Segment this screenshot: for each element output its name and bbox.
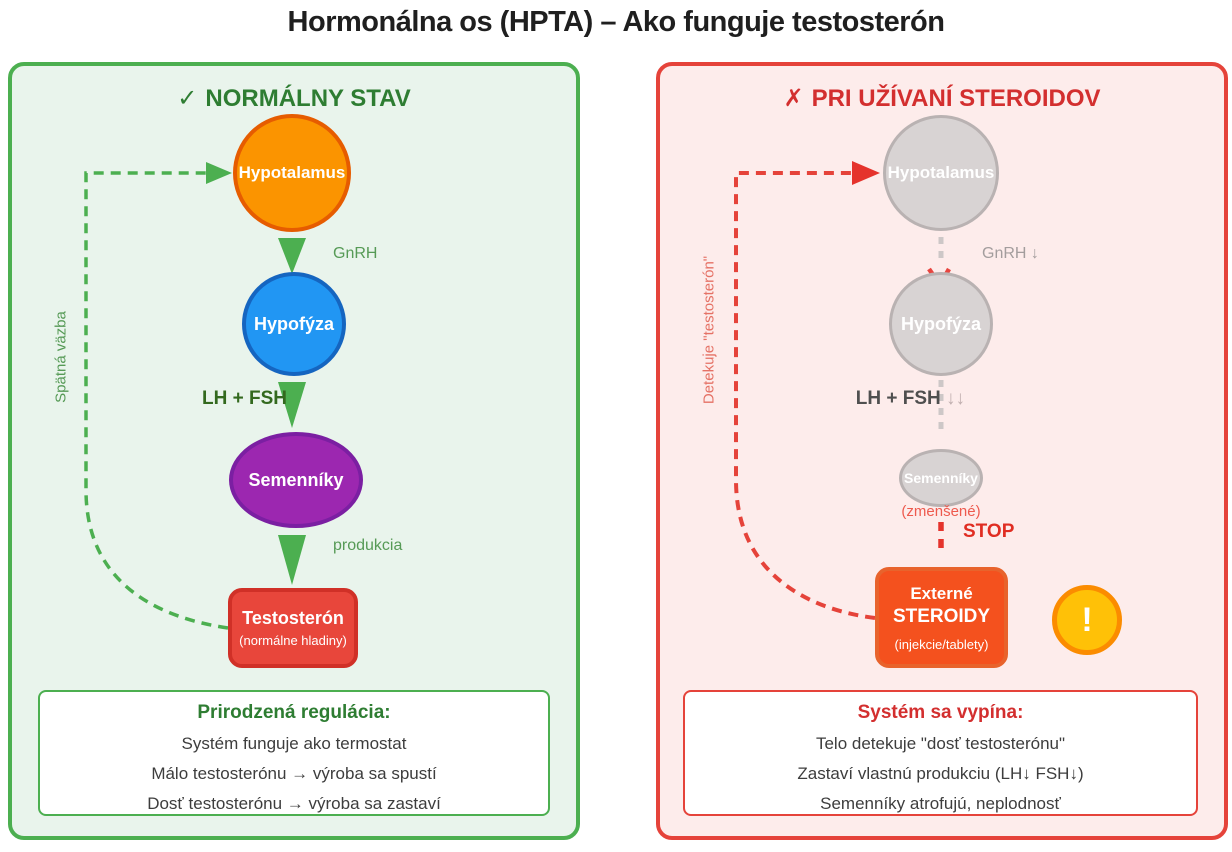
panel-steroid-use: ✗ PRI UŽÍVANÍ STEROIDOV Hypotalamus GnRH …: [656, 62, 1228, 840]
normal-panel-title: NORMÁLNY STAV: [205, 85, 411, 112]
steroid-panel-title: PRI UŽÍVANÍ STEROIDOV: [811, 85, 1101, 112]
warning-icon: !: [1052, 585, 1122, 655]
stop-label: STOP: [963, 521, 1015, 542]
node-testosterone: Testosterón (normálne hladiny): [228, 588, 358, 668]
info-line: Telo detekuje "dosť testosterónu": [815, 734, 1066, 753]
feedback-arrowhead: [206, 162, 232, 184]
arrow-pituitary-to-testes: [278, 382, 306, 428]
node-external-steroids: Externé STEROIDY (injekcie/tablety): [875, 567, 1008, 668]
node-pituitary-disabled-label: Hypofýza: [900, 313, 981, 334]
feedback-loop-path: [84, 171, 229, 630]
detection-loop-path: [734, 171, 876, 620]
steroids-label-line2: STEROIDY: [892, 605, 991, 627]
page-title: Hormonálna os (HPTA) – Ako funguje testo…: [287, 6, 945, 38]
info-box-title: Systém sa vypína:: [857, 702, 1024, 723]
info-line: Zastaví vlastnú produkciu (LH↓ FSH↓): [797, 764, 1084, 783]
info-line: Semenníky atrofujú, neplodnosť: [820, 794, 1061, 813]
node-hypothalamus-disabled: Hypotalamus: [883, 115, 999, 231]
detection-arrowhead: [852, 161, 880, 185]
info-box-title: Prirodzená regulácia:: [197, 702, 391, 723]
gnrh-suppressed-label: GnRH ↓: [982, 245, 1039, 262]
node-pituitary-label: Hypofýza: [253, 313, 334, 334]
x-icon: ✗: [783, 85, 804, 112]
steroid-panel-header: ✗ PRI UŽÍVANÍ STEROIDOV: [660, 84, 1224, 113]
node-testosterone-label: Testosterón: [242, 608, 344, 628]
shrunken-label: (zmenšené): [901, 503, 981, 520]
arrow-hypothalamus-to-pituitary: [278, 238, 306, 274]
node-testes-label: Semenníky: [248, 469, 344, 490]
node-hypothalamus: Hypotalamus: [233, 114, 351, 232]
steroids-label-line1: Externé: [910, 583, 973, 603]
gnrh-label: GnRH: [333, 245, 378, 262]
system-shutdown-box: Systém sa vypína: Telo detekuje "dosť te…: [683, 690, 1198, 816]
normal-panel-header: ✓ NORMÁLNY STAV: [12, 84, 576, 113]
info-line: Dosť testosterónu → výroba sa zastaví: [147, 794, 441, 813]
normal-flow-connectors: [84, 162, 306, 630]
info-line: Málo testosterónu → výroba sa spustí: [151, 764, 437, 783]
check-icon: ✓: [177, 85, 198, 112]
detection-label: Detekuje "testosterón": [700, 255, 718, 405]
lh-fsh-label: LH + FSH: [202, 388, 287, 409]
natural-regulation-box: Prirodzená regulácia: Systém funguje ako…: [38, 690, 550, 816]
lh-fsh-suppressed-label: LH + FSH ↓↓: [790, 388, 965, 410]
info-line: Systém funguje ako termostat: [181, 734, 407, 753]
node-testes: Semenníky: [229, 432, 363, 528]
node-pituitary: Hypofýza: [242, 272, 346, 376]
node-hypothalamus-label: Hypotalamus: [238, 163, 346, 182]
lh-fsh-suppressed-text: LH + FSH: [855, 388, 941, 409]
node-hypothalamus-disabled-label: Hypotalamus: [887, 163, 995, 182]
lh-fsh-down-arrows: ↓↓: [940, 388, 965, 409]
production-label: produkcia: [333, 537, 403, 554]
warning-exclamation: !: [1081, 600, 1093, 639]
node-testosterone-sublabel: (normálne hladiny): [239, 633, 347, 648]
arrow-testes-to-testosterone: [278, 535, 306, 585]
node-testes-shrunken: Semenníky: [899, 449, 983, 507]
node-pituitary-disabled: Hypofýza: [889, 272, 993, 376]
panel-normal-state: ✓ NORMÁLNY STAV Hypotalamus GnRH Hypofýza…: [8, 62, 580, 840]
feedback-label: Spätná väzba: [52, 311, 70, 403]
node-testes-shrunken-label: Semenníky: [904, 470, 978, 486]
steroids-sublabel: (injekcie/tablety): [894, 636, 989, 652]
